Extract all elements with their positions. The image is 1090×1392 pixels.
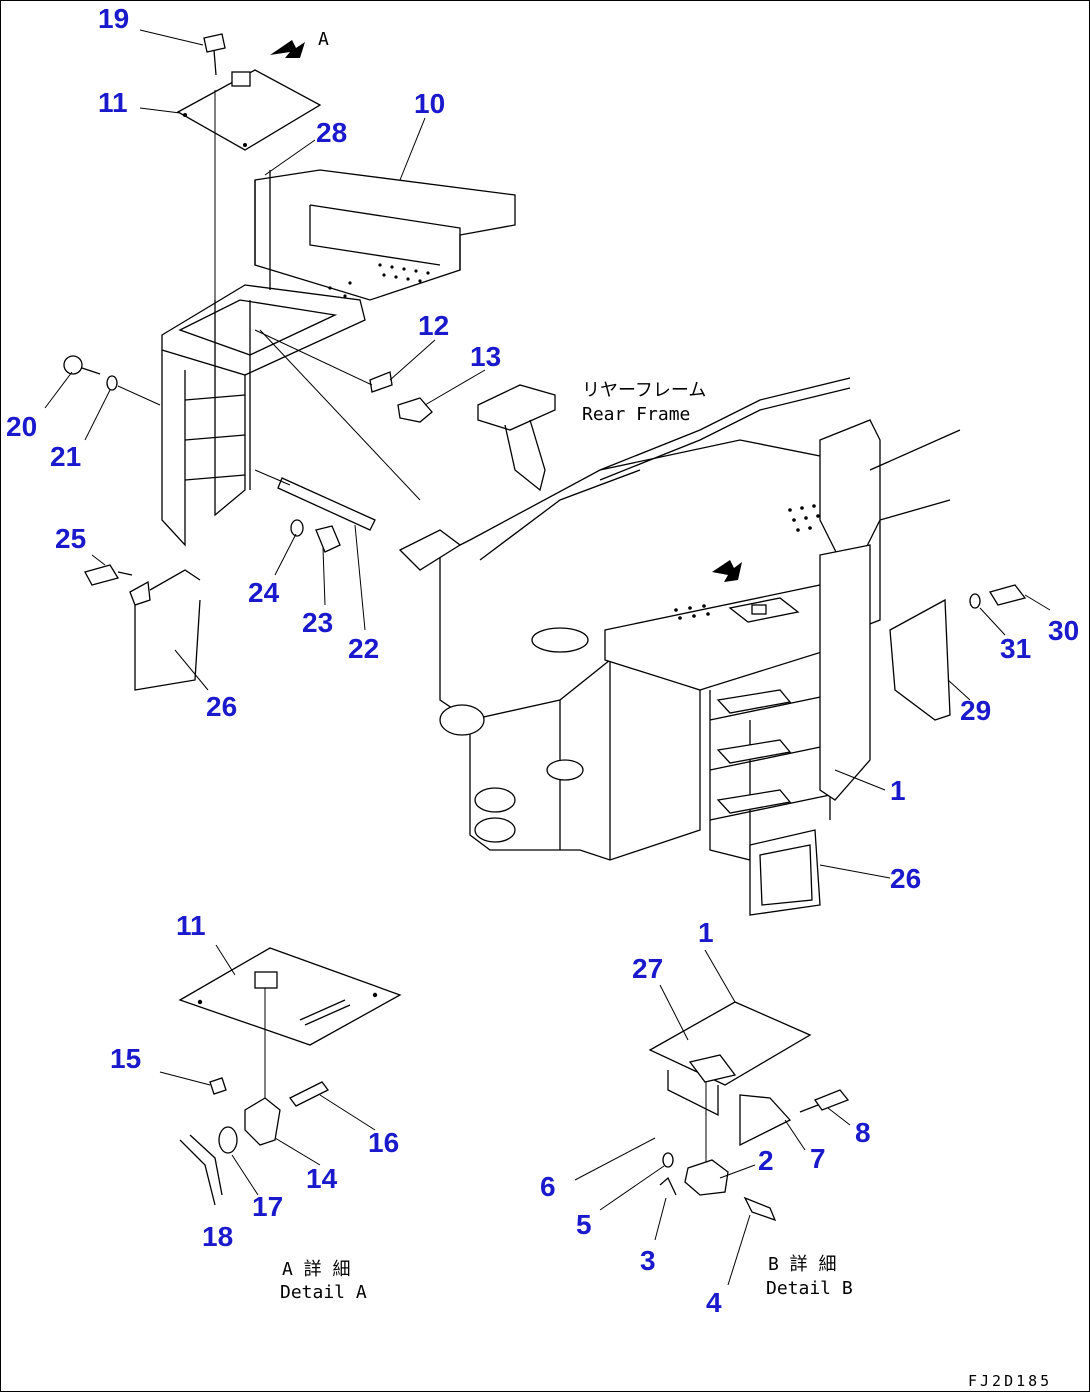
callout-30: 30 <box>1048 615 1079 646</box>
callout-5: 5 <box>576 1209 592 1240</box>
view-a-arrow <box>270 40 305 58</box>
callout-11-main: 11 <box>98 87 128 118</box>
callout-23: 23 <box>302 607 333 638</box>
callout-8: 8 <box>855 1117 871 1148</box>
callout-28: 28 <box>316 117 347 148</box>
callout-16: 16 <box>368 1127 399 1158</box>
rear-frame-label-en: Rear Frame <box>582 404 690 425</box>
platform-assembly <box>63 33 516 691</box>
view-a-mark: A <box>318 29 329 50</box>
detail-b <box>648 1001 850 1222</box>
detail-a-label-jp: A 詳 細 <box>282 1259 351 1280</box>
detail-b-label-en: Detail B <box>766 1278 853 1299</box>
callout-29: 29 <box>960 695 991 726</box>
callout-20: 20 <box>6 411 37 442</box>
rear-frame-label-jp: リヤーフレーム <box>582 380 706 401</box>
callout-27: 27 <box>632 953 663 984</box>
callout-3: 3 <box>640 1245 656 1276</box>
callout-26-right: 26 <box>890 863 921 894</box>
view-b-arrow <box>712 560 742 582</box>
callout-24: 24 <box>248 577 280 608</box>
callout-6: 6 <box>540 1171 556 1202</box>
callout-7: 7 <box>810 1143 826 1174</box>
text-labels: A リヤーフレーム Rear Frame A 詳 細 Detail A B 詳 … <box>280 29 1052 1390</box>
callout-15: 15 <box>110 1043 141 1074</box>
callout-1-detail: 1 <box>698 917 714 948</box>
callout-13: 13 <box>470 341 501 372</box>
callout-1-main: 1 <box>890 775 906 806</box>
callout-26-left: 26 <box>206 691 237 722</box>
callout-18: 18 <box>202 1221 233 1252</box>
callout-31: 31 <box>1000 633 1031 664</box>
callout-12: 12 <box>418 310 449 341</box>
callout-17: 17 <box>252 1191 283 1222</box>
callout-21: 21 <box>50 441 81 472</box>
callout-2: 2 <box>758 1145 774 1176</box>
detail-b-label-jp: B 詳 細 <box>768 1254 837 1275</box>
callout-4: 4 <box>706 1287 722 1318</box>
rear-frame <box>398 377 1027 916</box>
detail-a <box>178 947 402 1206</box>
callout-14: 14 <box>306 1163 338 1194</box>
callout-22: 22 <box>348 633 379 664</box>
detail-a-label-en: Detail A <box>280 1282 367 1303</box>
shelf-holes <box>328 263 430 298</box>
callout-19: 19 <box>98 3 129 34</box>
leader-lines <box>44 29 1051 1286</box>
callout-11-detail: 11 <box>176 910 206 941</box>
callouts: 19 11 28 10 12 13 20 21 25 24 23 22 26 1… <box>6 3 1079 1318</box>
drawing-code: FJ2D185 <box>968 1372 1052 1390</box>
callout-25: 25 <box>55 523 86 554</box>
deck-holes <box>674 504 820 620</box>
callout-10: 10 <box>414 88 445 119</box>
